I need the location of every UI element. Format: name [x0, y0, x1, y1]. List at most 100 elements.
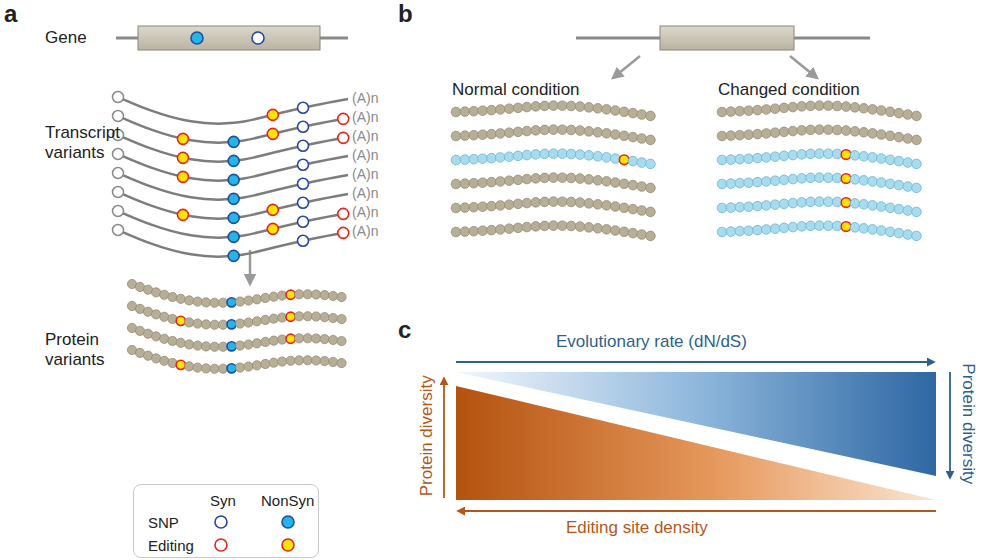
bead	[797, 198, 807, 208]
bead	[201, 364, 210, 373]
cap	[113, 225, 124, 236]
bead	[611, 130, 621, 140]
gene-box	[138, 26, 320, 50]
bead	[295, 312, 304, 321]
bead	[868, 153, 878, 163]
bead	[735, 226, 745, 236]
bead	[185, 340, 194, 349]
bead	[611, 226, 621, 236]
bead	[717, 155, 727, 165]
label: (A)n	[352, 166, 378, 182]
label: (A)n	[352, 204, 378, 220]
bead	[779, 223, 789, 233]
label: (A)n	[352, 109, 378, 125]
bead	[744, 226, 754, 236]
bead	[451, 179, 461, 189]
bead	[531, 174, 541, 184]
bead	[619, 131, 629, 141]
bead	[478, 202, 488, 212]
bead	[770, 224, 780, 234]
bead	[160, 356, 169, 365]
bead	[210, 342, 219, 351]
bead	[312, 312, 321, 321]
bead	[735, 178, 745, 188]
bead	[469, 202, 479, 212]
cap	[113, 187, 124, 198]
bead	[469, 178, 479, 188]
bead	[531, 126, 541, 136]
rate-arrow	[456, 361, 934, 363]
bead	[451, 107, 461, 117]
bead	[894, 156, 904, 166]
bead	[602, 225, 612, 235]
bead	[478, 154, 488, 164]
label: Normal condition	[452, 80, 580, 100]
bead	[575, 198, 585, 208]
bead	[637, 158, 647, 168]
bead	[788, 102, 798, 112]
bead	[619, 203, 629, 213]
bead	[602, 105, 612, 115]
bead	[797, 174, 807, 184]
protein-chain	[717, 173, 921, 193]
bead	[575, 126, 585, 136]
bead	[566, 101, 576, 111]
bead	[210, 364, 219, 373]
bead	[824, 101, 834, 111]
bead	[235, 341, 244, 350]
bead	[278, 357, 287, 366]
cap	[113, 111, 124, 122]
cap	[113, 206, 124, 217]
bead	[815, 149, 825, 159]
bead	[744, 106, 754, 116]
bead	[877, 178, 887, 188]
arrow	[249, 250, 252, 284]
bead	[912, 231, 922, 241]
bead	[286, 290, 295, 299]
bead	[193, 319, 202, 328]
label: (A)n	[352, 147, 378, 163]
bead	[513, 223, 523, 233]
bead	[903, 230, 913, 240]
bead	[770, 152, 780, 162]
bead	[252, 295, 261, 304]
bead	[912, 135, 922, 145]
site-marker	[177, 152, 188, 163]
bead	[185, 296, 194, 305]
bead	[540, 197, 550, 207]
site-marker	[252, 32, 264, 44]
bead	[637, 110, 647, 120]
cap	[113, 92, 124, 103]
bead	[320, 357, 329, 366]
legend-text: Editing	[148, 537, 194, 554]
bead	[815, 101, 825, 111]
bead	[611, 178, 621, 188]
bead	[859, 103, 869, 113]
bead	[558, 149, 568, 159]
bead	[460, 155, 470, 165]
legend-text: NonSyn	[261, 492, 314, 509]
bead	[815, 221, 825, 231]
bead	[877, 154, 887, 164]
protein-chain	[127, 323, 346, 351]
bead	[611, 106, 621, 116]
bead	[903, 206, 913, 216]
bead	[646, 111, 656, 121]
bead	[894, 204, 904, 214]
protein-chain	[717, 149, 921, 169]
bead	[451, 155, 461, 165]
bead	[885, 107, 895, 117]
bead	[566, 173, 576, 183]
bead	[329, 291, 338, 300]
bead	[295, 290, 304, 299]
bead	[549, 125, 559, 135]
bead	[176, 294, 185, 303]
site-marker	[338, 113, 349, 124]
bead	[717, 203, 727, 213]
bead	[628, 108, 638, 118]
protein-chain	[451, 125, 655, 145]
bead	[753, 129, 763, 139]
bead	[841, 102, 851, 112]
label: Evolutionary rate (dN/dS)	[556, 332, 747, 352]
bead	[566, 149, 576, 159]
